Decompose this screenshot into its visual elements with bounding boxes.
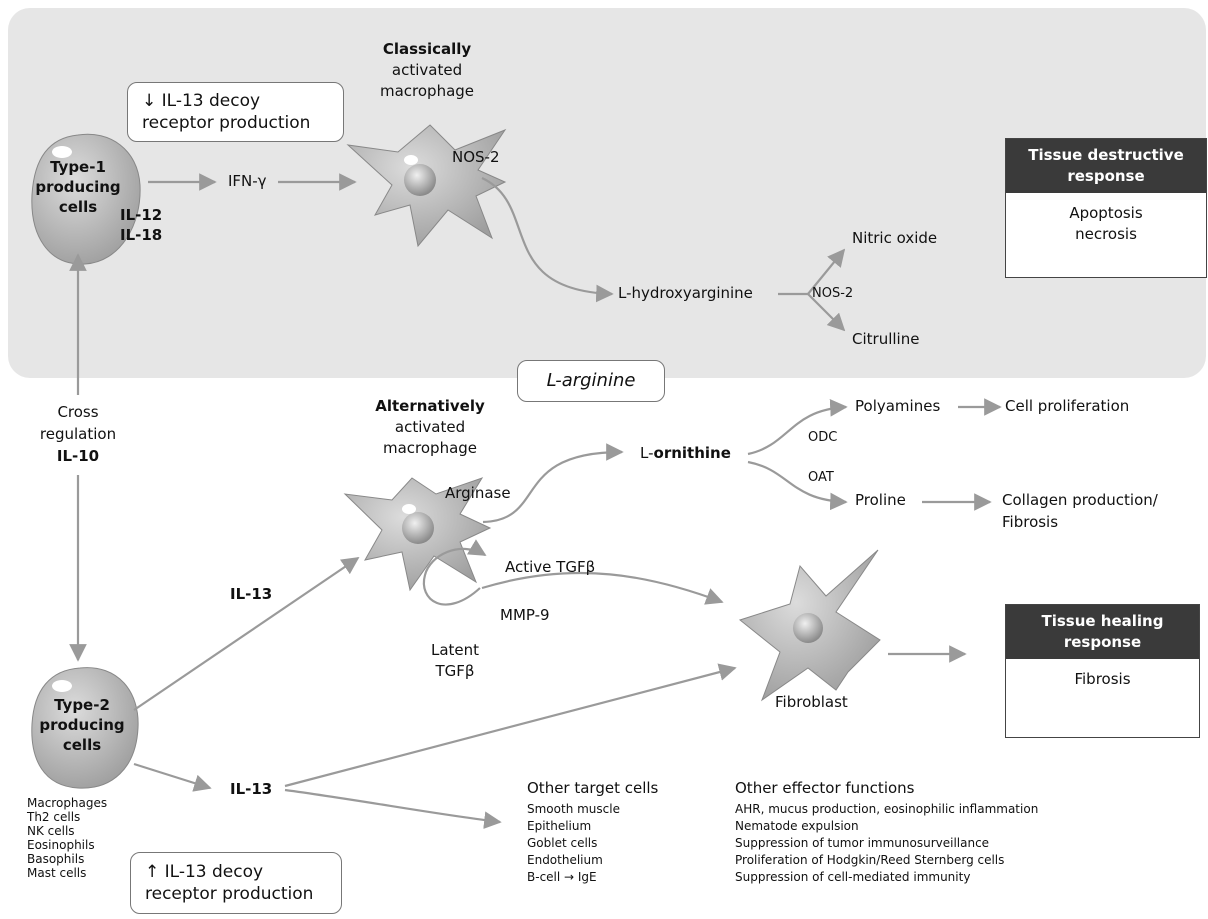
arrow-mmp9-loop: [422, 539, 487, 606]
cross-regulation-il10: IL-10: [56, 447, 100, 465]
citrulline-label: Citrulline: [852, 330, 920, 348]
latent-tgf-line1: Latent: [430, 641, 480, 659]
decoy-down-line1: ↓ IL-13 decoy: [142, 91, 261, 111]
decoy-up-line1: ↑ IL-13 decoy: [145, 862, 264, 882]
other-target-item: Smooth muscle: [527, 802, 620, 816]
oat-label: OAT: [808, 470, 834, 485]
type1-cell-shape: [31, 133, 141, 265]
decoy-up-line2: receptor production: [145, 884, 314, 904]
type2-cell-item: NK cells: [27, 824, 75, 838]
decoy-down-line2: receptor production: [142, 113, 311, 133]
type2-cell-item: Macrophages: [27, 796, 108, 810]
arrow-il13-targets: [284, 788, 502, 829]
type1-line3: cells: [58, 198, 98, 216]
decoy-up-box: ↑ IL-13 decoy receptor production: [130, 852, 342, 914]
collagen-line1: Collagen production/: [1002, 491, 1158, 509]
il18-label: IL-18: [120, 226, 163, 244]
cross-regulation-line1: Cross: [57, 403, 99, 421]
type1-line2: producing: [35, 178, 121, 196]
other-effector-item: AHR, mucus production, eosinophilic infl…: [735, 802, 1039, 816]
arrow-arginase-ornithine: [482, 443, 624, 524]
type2-cell-item: Basophils: [27, 852, 85, 866]
latent-tgf-line2: TGFβ: [435, 662, 475, 680]
il13-lower-label: IL-13: [230, 780, 273, 798]
il12-label: IL-12: [120, 206, 163, 224]
collagen-line2: Fibrosis: [1002, 513, 1059, 531]
type2-line2: producing: [39, 716, 125, 734]
nos2-branch-label: NOS-2: [812, 286, 854, 301]
arrow-ornithine-polyamines: [747, 399, 848, 456]
type2-line3: cells: [62, 736, 102, 754]
active-tgf-label: Active TGFβ: [505, 558, 596, 576]
fibroblast-label: Fibroblast: [775, 693, 848, 711]
tissue-destructive-header: Tissue destructive response: [1006, 139, 1206, 193]
type2-cell-item: Eosinophils: [27, 838, 95, 852]
mmp9-label: MMP-9: [500, 606, 550, 624]
cell-proliferation-label: Cell proliferation: [1005, 397, 1130, 415]
l-ornithine-label: L-ornithine: [640, 444, 731, 462]
tissue-healing-box: Tissue healing response Fibrosis: [1005, 604, 1200, 738]
type1-line1: Type-1: [50, 158, 106, 176]
il13-upper-label: IL-13: [230, 585, 273, 603]
decoy-down-box: ↓ IL-13 decoy receptor production: [127, 82, 344, 142]
l-arginine-label: L-arginine: [546, 370, 636, 391]
other-target-item: Epithelium: [527, 819, 592, 833]
arrow-nos2-hydroxyarginine: [481, 177, 614, 303]
other-effector-functions: Other effector functions AHR, mucus prod…: [735, 778, 1038, 884]
alternative-line2: activated: [394, 418, 466, 436]
arrows: [69, 173, 1002, 829]
proline-label: Proline: [855, 491, 906, 509]
type2-line1: Type-2: [54, 696, 110, 714]
other-effector-item: Proliferation of Hodgkin/Reed Sternberg …: [735, 853, 1005, 867]
arrow-il13-fibroblast: [284, 663, 737, 788]
other-target-item: Goblet cells: [527, 836, 598, 850]
classical-title: Classically: [382, 40, 472, 58]
tissue-destructive-body: Apoptosis necrosis: [1069, 204, 1143, 243]
type2-cell-list: Macrophages Th2 cells NK cells Eosinophi…: [27, 796, 107, 880]
arrow-type2-il13: [133, 762, 212, 792]
tissue-healing-body: Fibrosis: [1074, 670, 1131, 688]
other-effector-functions-title: Other effector functions: [735, 779, 915, 797]
type2-cell-item: Mast cells: [27, 866, 87, 880]
classical-line2: activated: [391, 61, 463, 79]
arrow-down-icon: ↓: [142, 91, 157, 111]
cross-regulation-line2: regulation: [39, 425, 117, 443]
arrow-active-tgf-fibroblast: [481, 571, 724, 605]
ifn-gamma-label: IFN-γ: [228, 172, 267, 190]
alternative-line3: macrophage: [382, 439, 478, 457]
arrow-nitric-oxide: [807, 248, 846, 295]
l-arginine-box: L-arginine: [517, 360, 665, 402]
classical-macrophage-shape: [346, 124, 507, 248]
hydroxyarginine-label: L-hydroxyarginine: [618, 284, 753, 302]
type2-cell-item: Th2 cells: [27, 810, 81, 824]
other-effector-item: Nematode expulsion: [735, 819, 859, 833]
other-target-cells: Other target cells Smooth muscle Epithel…: [527, 778, 658, 884]
classical-line3: macrophage: [379, 82, 475, 100]
nos2-macrophage-label: NOS-2: [452, 148, 500, 166]
fibroblast-shape: [738, 549, 881, 702]
arginase-label: Arginase: [445, 484, 511, 502]
arrow-ornithine-proline: [747, 460, 848, 511]
tissue-destructive-box: Tissue destructive response Apoptosis ne…: [1005, 138, 1207, 278]
odc-label: ODC: [808, 430, 838, 445]
tissue-healing-header: Tissue healing response: [1006, 605, 1199, 659]
arrow-type2-macrophage: [133, 557, 360, 711]
alternative-macrophage-shape: [343, 477, 492, 592]
other-target-item: B-cell → IgE: [527, 870, 597, 884]
arrow-citrulline: [807, 293, 846, 332]
other-target-cells-title: Other target cells: [527, 779, 659, 797]
other-effector-item: Suppression of cell-mediated immunity: [735, 870, 971, 884]
alternative-title: Alternatively: [375, 397, 485, 415]
nitric-oxide-label: Nitric oxide: [852, 229, 938, 247]
other-effector-item: Suppression of tumor immunosurveillance: [735, 836, 990, 850]
type2-cell-shape: [31, 667, 139, 789]
arrow-up-icon: ↑: [145, 862, 160, 882]
polyamines-label: Polyamines: [855, 397, 941, 415]
other-target-item: Endothelium: [527, 853, 603, 867]
